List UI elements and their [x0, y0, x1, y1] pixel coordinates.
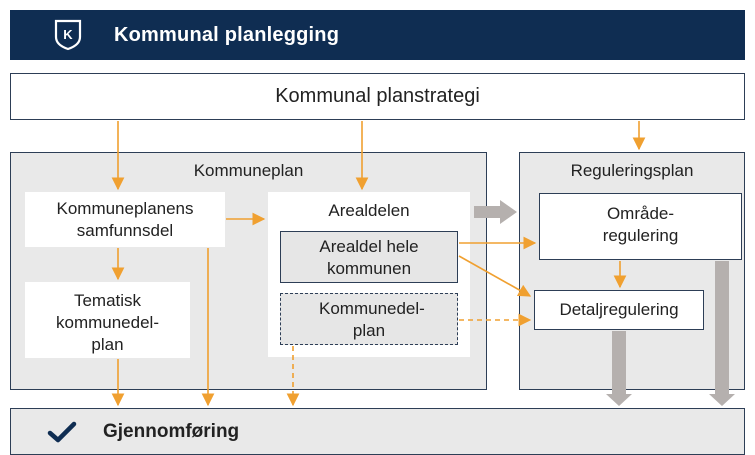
samfunnsdel-label: Kommuneplanens samfunnsdel [56, 199, 194, 240]
samfunnsdel-box: Kommuneplanens samfunnsdel [25, 192, 225, 247]
tematisk-box: Tematisk kommunedel-plan [25, 282, 190, 358]
header-bar: K Kommunal planlegging [10, 10, 745, 60]
omrade-label: Område-regulering [602, 204, 679, 245]
planstrategi-label: Kommunal planstrategi [275, 85, 480, 107]
shield-k-icon: K [54, 19, 82, 51]
arrow-omrade-to-gjennomforing [709, 261, 735, 406]
tematisk-label: Tematisk kommunedel-plan [56, 291, 159, 354]
badge-letter: K [63, 27, 73, 42]
detalj-box: Detaljregulering [534, 290, 704, 330]
arrow-arealdelen-to-regulering [474, 200, 517, 224]
arealdel-hele-box: Arealdel hele kommunen [280, 231, 458, 283]
checkmark-icon [47, 421, 77, 442]
gjennomforing-bar: Gjennomføring [10, 408, 745, 455]
arealdel-hele-label: Arealdel hele kommunen [319, 237, 419, 278]
omrade-box: Område-regulering [539, 193, 742, 260]
reguleringsplan-panel: Reguleringsplan [519, 152, 745, 390]
kommunedelplan-box: Kommunedel-plan [280, 293, 458, 345]
kommuneplan-title: Kommuneplan [193, 161, 304, 180]
kommunedelplan-label: Kommunedel-plan [319, 299, 425, 340]
page-title: Kommunal planlegging [114, 23, 340, 46]
planstrategi-box: Kommunal planstrategi [10, 73, 745, 120]
gjennomforing-label: Gjennomføring [103, 420, 240, 442]
detalj-label: Detaljregulering [559, 300, 679, 319]
arealdelen-label: Arealdelen [328, 201, 410, 220]
arrow-detalj-to-gjennomforing [606, 331, 632, 406]
arrow-arealdel-to-detalj [458, 255, 532, 297]
reguleringsplan-title: Reguleringsplan [570, 161, 694, 180]
